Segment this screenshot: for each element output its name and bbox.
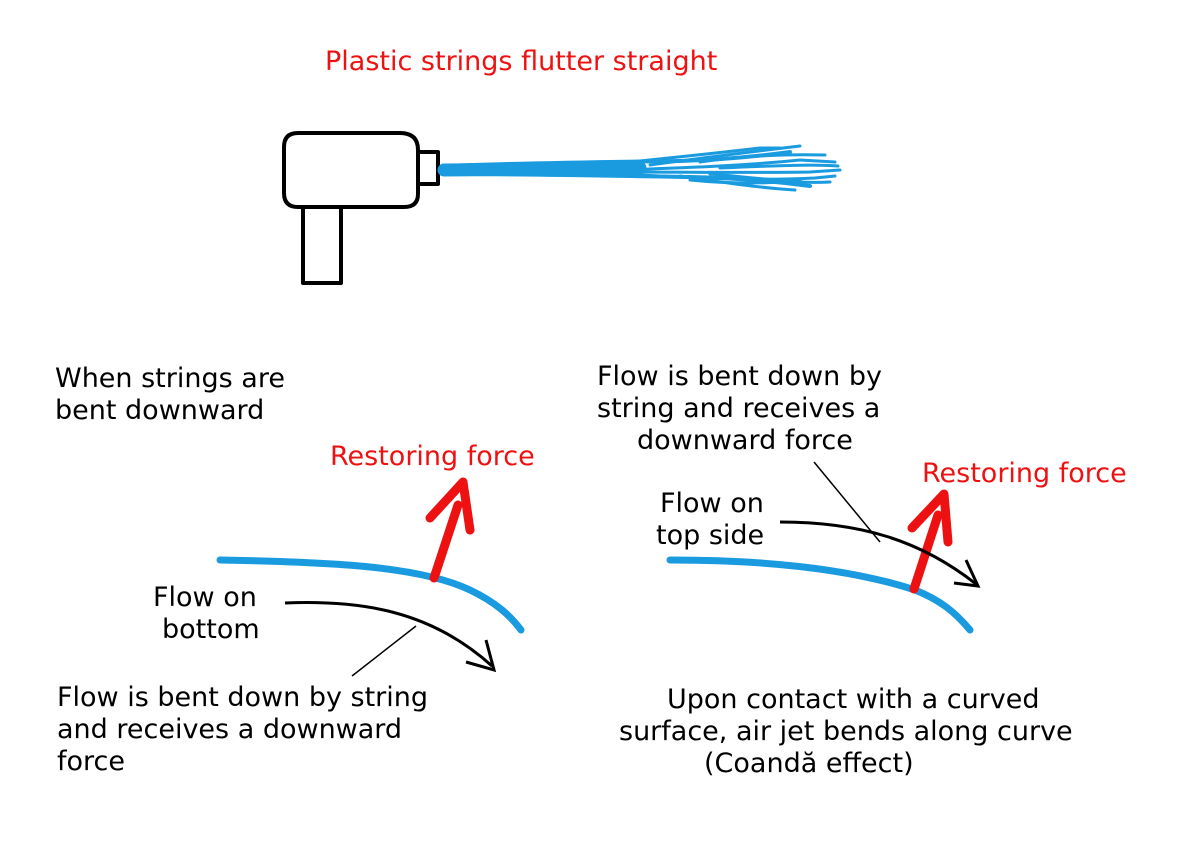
left-flow-arrow (284, 601, 497, 673)
right-pointer-line (813, 461, 881, 543)
left-restoring-force-arrow (425, 477, 475, 583)
left-heading-line-1: When strings are (55, 363, 285, 394)
right-restoring-force-arrow (907, 489, 953, 594)
left-restoring-force-label: Restoring force (330, 441, 535, 472)
right-flow-label-line-1: Flow on (660, 488, 764, 519)
left-caption-line-1: Flow is bent down by string (57, 682, 429, 713)
plastic-strings (437, 144, 842, 192)
left-caption-line-2: and receives a downward (57, 714, 403, 745)
right-caption-line-2: surface, air jet bends along curve (619, 716, 1073, 747)
diagram-title: Plastic strings flutter straight (325, 46, 718, 77)
right-note-line-2: string and receives a (597, 393, 881, 424)
left-heading-line-2: bent downward (55, 395, 265, 426)
right-caption-line-1: Upon contact with a curved (667, 684, 1040, 715)
left-string-curve (216, 556, 525, 634)
left-caption-line-3: force (57, 746, 125, 777)
left-pointer-line (351, 625, 417, 677)
right-restoring-force-label: Restoring force (922, 458, 1127, 489)
right-note-line-1: Flow is bent down by (597, 361, 882, 392)
left-flow-label-line-2: bottom (162, 614, 260, 645)
hair-dryer-icon (282, 131, 440, 285)
right-note-line-3: downward force (637, 425, 853, 456)
right-flow-arrow (779, 520, 981, 588)
right-flow-label-line-2: top side (656, 520, 765, 551)
right-string-curve (666, 556, 974, 634)
right-caption-line-3: (Coandă effect) (704, 748, 914, 779)
left-flow-label-line-1: Flow on (153, 582, 257, 613)
